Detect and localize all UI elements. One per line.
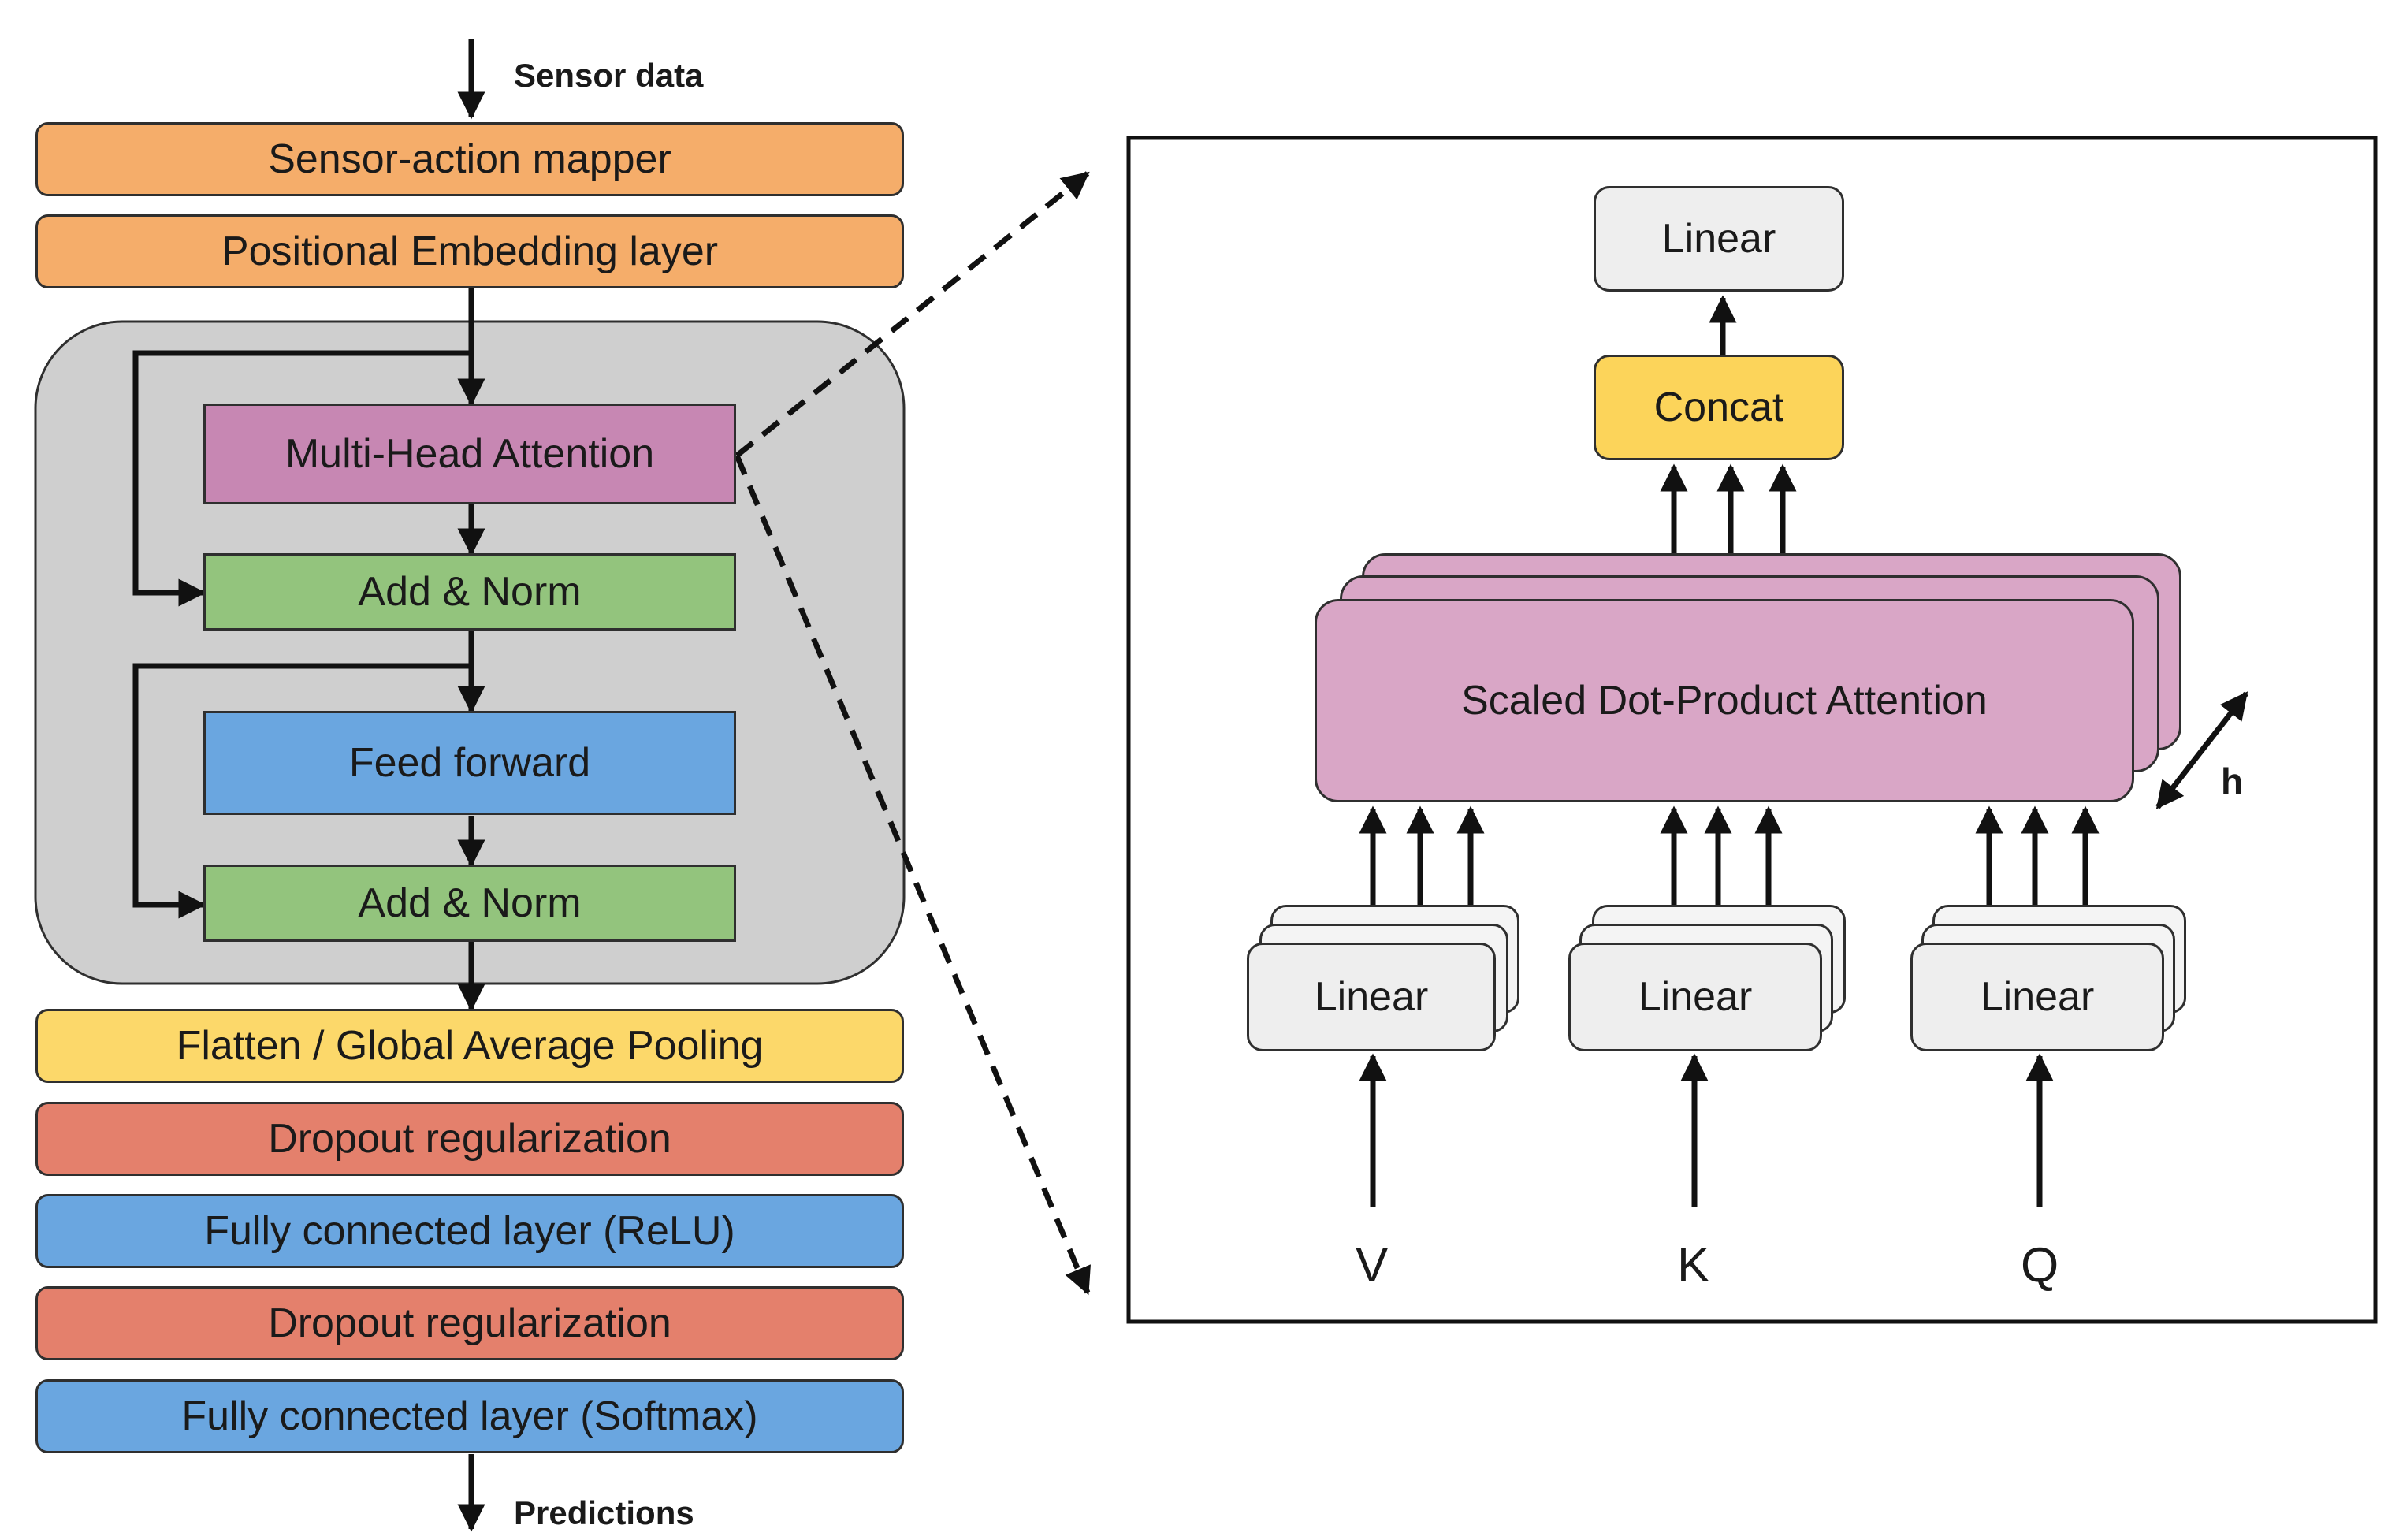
- scaled-dot-product-attention-block: Scaled Dot-Product Attention: [1315, 599, 2134, 802]
- residual-connection-2: [132, 663, 471, 919]
- linear-q-block: Linear: [1910, 943, 2164, 1051]
- linear-k-block: Linear: [1568, 943, 1822, 1051]
- sensor-data-label: Sensor data: [514, 57, 704, 94]
- zoom-dashed-arrow-top: [735, 171, 1090, 458]
- zoom-dashed-arrow-bottom: [734, 454, 1091, 1296]
- dropout-layer-1: Dropout regularization: [35, 1102, 904, 1176]
- heads-label: h: [2221, 761, 2244, 802]
- feed-forward-block: Feed forward: [203, 711, 736, 815]
- add-norm-block-1: Add & Norm: [203, 553, 736, 631]
- predictions-label: Predictions: [514, 1494, 694, 1531]
- add-norm-block-2: Add & Norm: [203, 865, 736, 942]
- concat-block: Concat: [1594, 355, 1844, 460]
- residual-connection-1: [132, 350, 471, 607]
- q-input-label: Q: [2021, 1238, 2059, 1293]
- linear-v-block: Linear: [1247, 943, 1496, 1051]
- sensor-action-mapper-layer: Sensor-action mapper: [35, 122, 904, 196]
- flatten-pooling-layer: Flatten / Global Average Pooling: [35, 1009, 904, 1083]
- k-input-label: K: [1677, 1238, 1710, 1293]
- fc-softmax-layer: Fully connected layer (Softmax): [35, 1379, 904, 1453]
- multi-head-attention-block: Multi-Head Attention: [203, 404, 736, 504]
- dropout-layer-2: Dropout regularization: [35, 1286, 904, 1360]
- fc-relu-layer: Fully connected layer (ReLU): [35, 1194, 904, 1268]
- heads-double-arrow: [2155, 691, 2248, 809]
- output-linear-block: Linear: [1594, 186, 1844, 292]
- v-input-label: V: [1356, 1238, 1389, 1293]
- positional-embedding-layer: Positional Embedding layer: [35, 214, 904, 288]
